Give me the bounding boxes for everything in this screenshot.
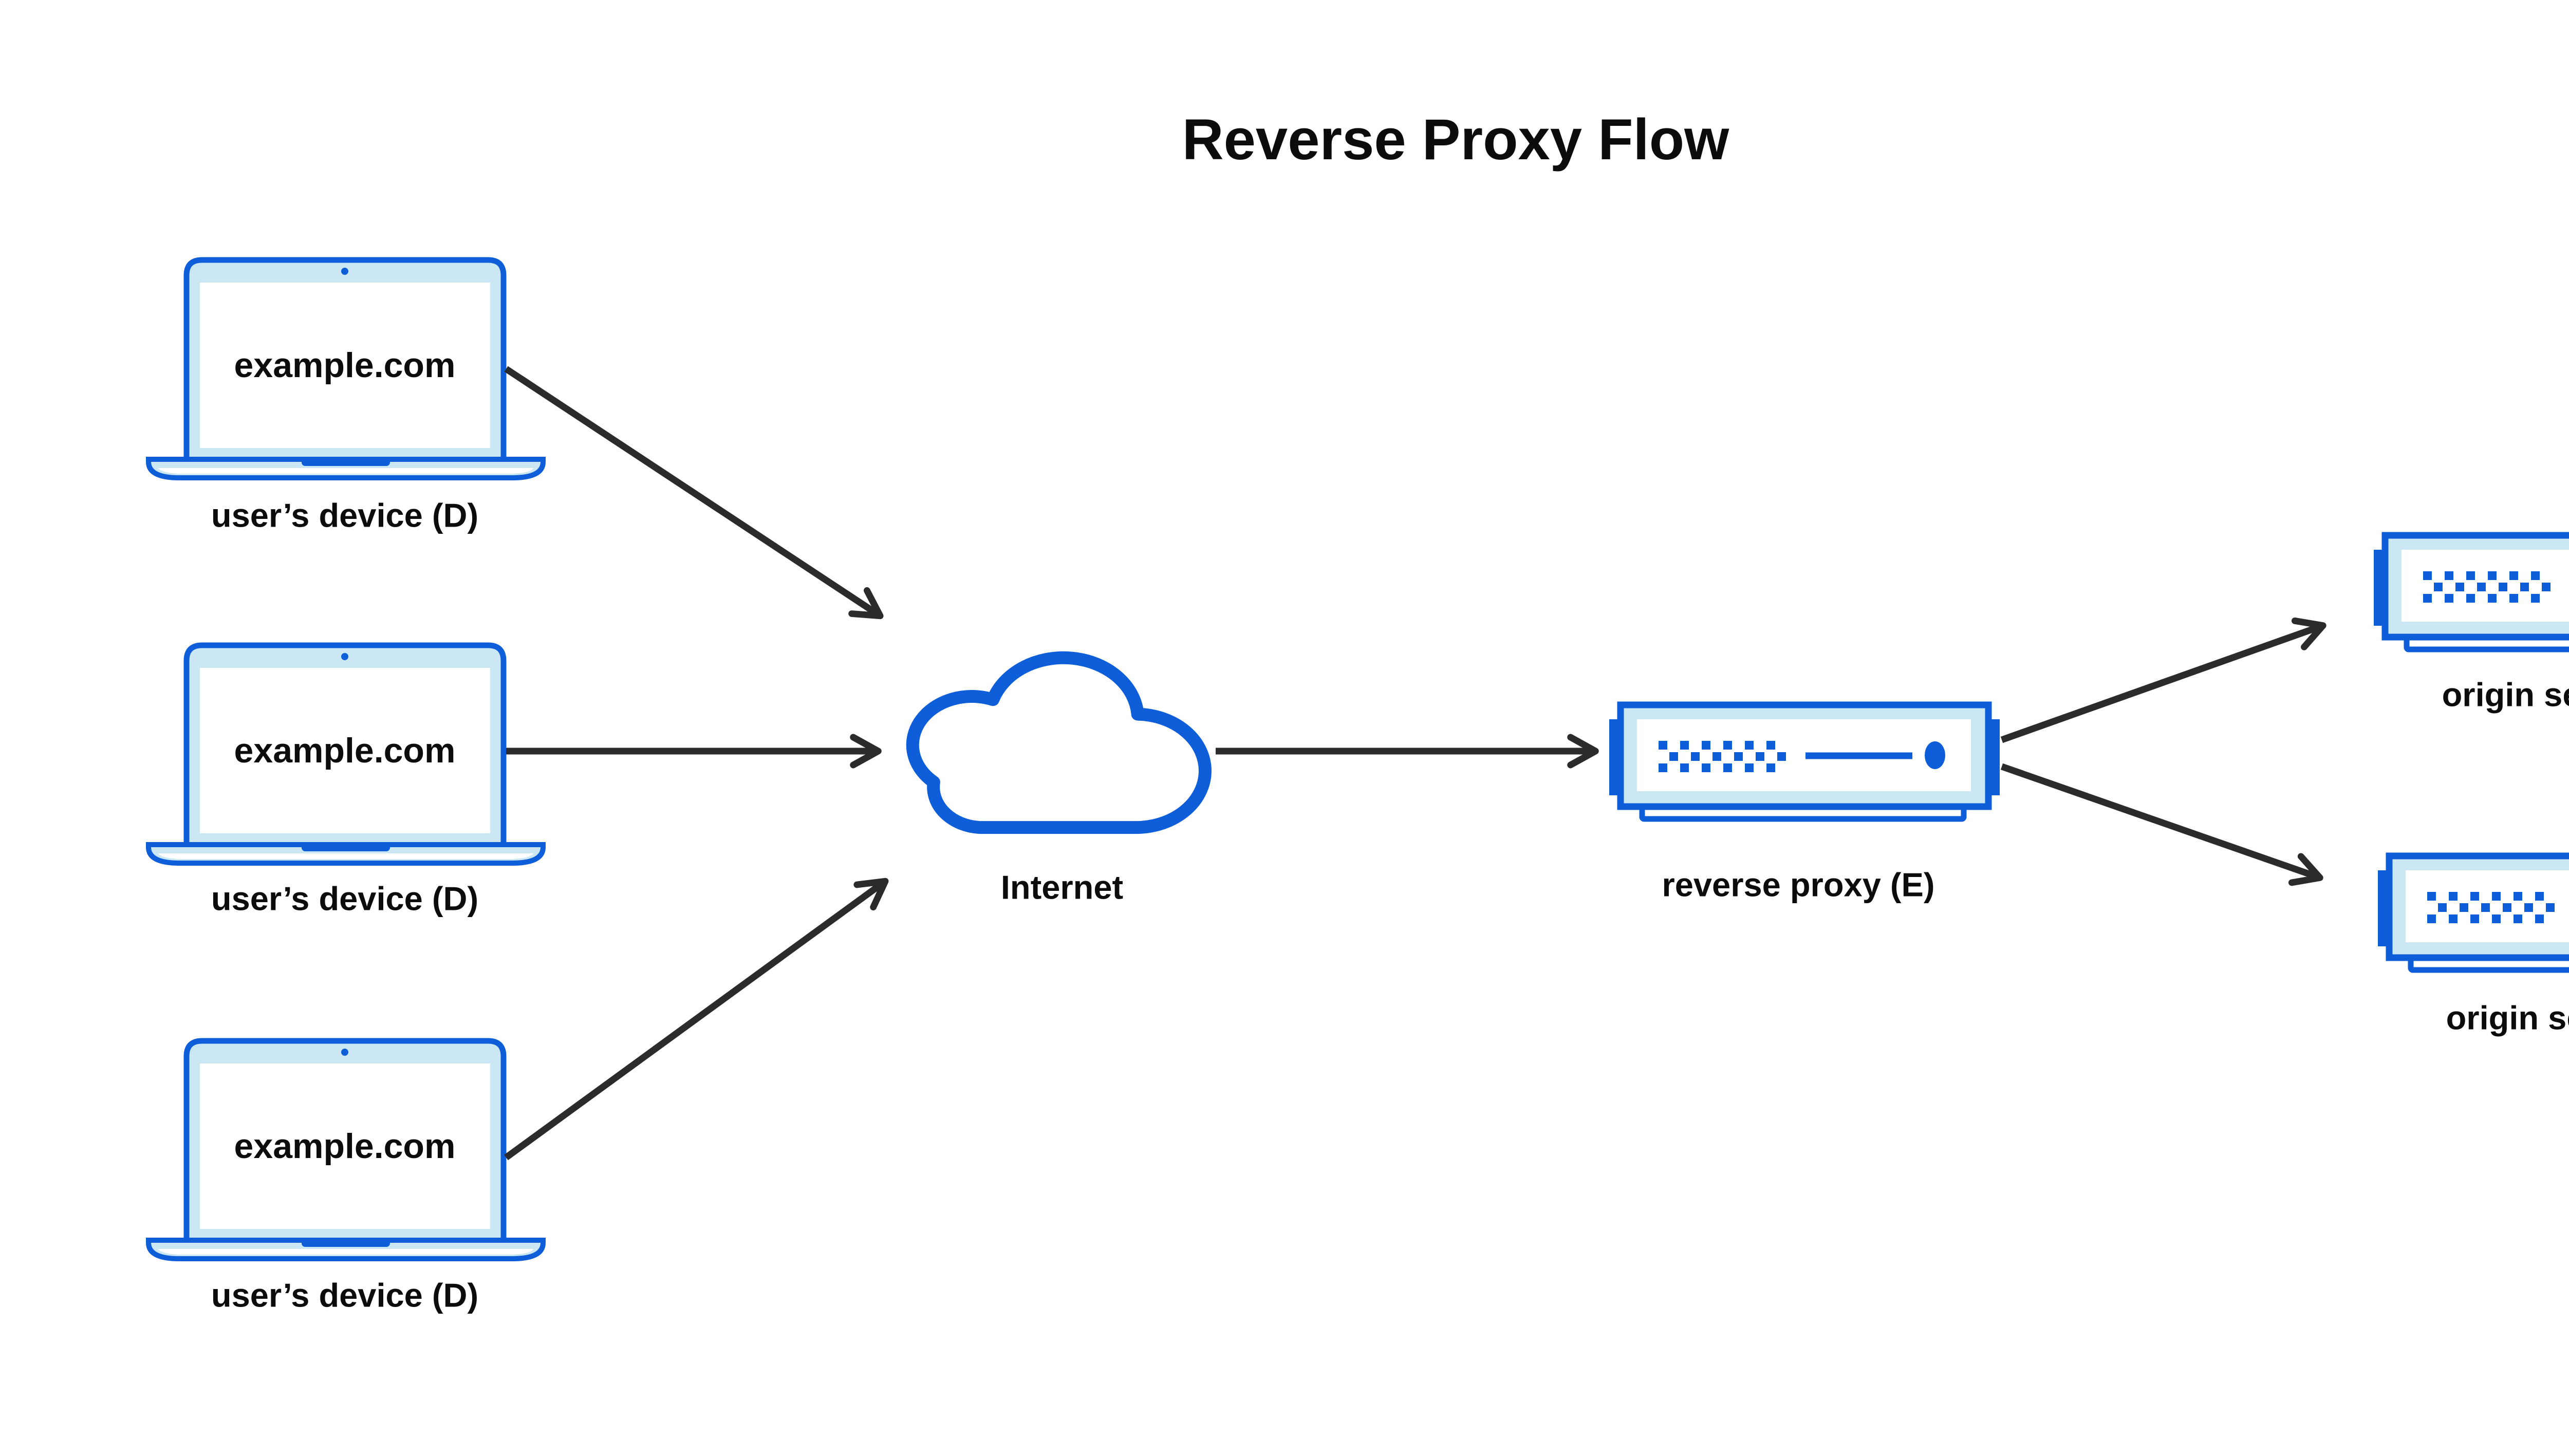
- arrow-device1-to-internet: [504, 366, 884, 620]
- reverse-proxy-icon: [1609, 705, 2000, 819]
- device-screen-url-1: example.com: [234, 346, 456, 385]
- internet-cloud-icon: [913, 658, 1205, 827]
- origin-server-icon-1: [2374, 535, 2569, 649]
- diagram-title: Reverse Proxy Flow: [1182, 107, 1729, 172]
- origin-server-icon-2: [2378, 856, 2569, 970]
- origin-server-label-1: origin server (F): [2442, 676, 2569, 714]
- origin-server-label-2: origin server (F): [2446, 999, 2569, 1037]
- arrow-proxy-to-origin2: [2000, 763, 2323, 886]
- device-label-3: user’s device (D): [211, 1276, 479, 1314]
- reverse-proxy-label: reverse proxy (E): [1662, 866, 1935, 904]
- arrow-device3-to-internet: [504, 878, 889, 1161]
- device-screen-url-2: example.com: [234, 731, 456, 770]
- arrow-proxy-to-origin1: [2000, 617, 2326, 743]
- device-screen-url-3: example.com: [234, 1127, 456, 1166]
- device-label-2: user’s device (D): [211, 880, 479, 918]
- internet-label: Internet: [1000, 868, 1124, 906]
- device-label-1: user’s device (D): [211, 496, 479, 534]
